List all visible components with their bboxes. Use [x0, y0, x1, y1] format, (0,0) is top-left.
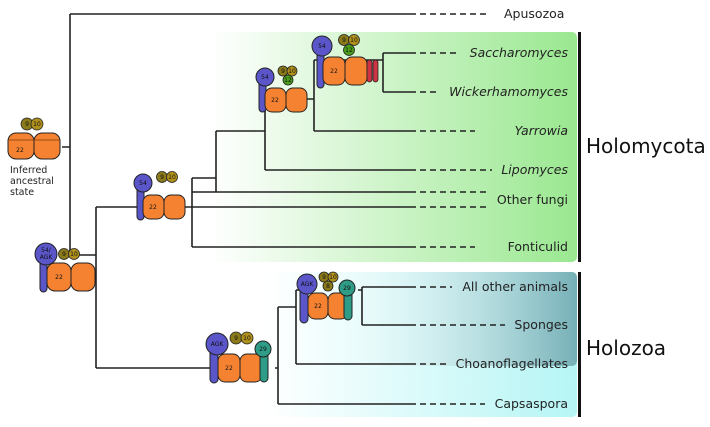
svg-text:10: 10: [329, 274, 337, 281]
subunit-10: [348, 34, 360, 46]
holomycota-bracket: [578, 32, 581, 262]
svg-text:9: 9: [160, 174, 164, 181]
animals-sponges-region: [330, 272, 577, 366]
svg-text:54: 54: [261, 74, 269, 81]
svg-text:9: 9: [62, 251, 66, 258]
leaf-yarrowia: Yarrowia: [515, 123, 568, 138]
complex-root: 54/ AGK 22 9 10: [34, 242, 96, 293]
svg-text:54: 54: [318, 43, 326, 50]
subunit-22-right: [285, 87, 308, 113]
subunit-red-2: [372, 59, 379, 83]
subunit-10: [166, 171, 178, 183]
subunit-54: [311, 35, 333, 57]
subunit-8: [322, 280, 334, 292]
subunit-54-agk: [34, 242, 58, 266]
subunit-54: [133, 173, 153, 193]
complex-saccharomycetaceae: 54 22 9 10 12: [311, 34, 379, 89]
leaf-wickerhamomyces: Wickerhamomyces: [449, 84, 568, 99]
leaf-all-other-animals: All other animals: [462, 279, 568, 294]
leaf-apusozoa: Apusozoa: [504, 6, 564, 21]
svg-text:22: 22: [16, 147, 24, 154]
subunit-10: [286, 65, 298, 77]
leaf-sponges: Sponges: [514, 317, 568, 332]
subunit-agk: [296, 273, 318, 295]
svg-text:10: 10: [168, 174, 176, 181]
holozoa-bracket: [578, 272, 581, 417]
subunit-10: [240, 331, 254, 345]
complex-animals: AGK 22 29 9 10 8: [296, 271, 356, 324]
svg-text:22: 22: [271, 97, 279, 104]
complex-holozoa: AGK 22 29 9 10: [205, 331, 272, 384]
svg-text:10: 10: [350, 37, 358, 44]
svg-text:10: 10: [243, 335, 251, 342]
svg-text:22: 22: [225, 365, 233, 372]
svg-text:9: 9: [342, 37, 346, 44]
subunit-22-right: [70, 262, 96, 292]
subunit-agk: [205, 332, 229, 356]
svg-text:9: 9: [322, 274, 326, 281]
leaf-lipomyces: Lipomyces: [501, 162, 568, 177]
svg-text:10: 10: [288, 68, 296, 75]
leaf-connectors: [410, 13, 505, 405]
svg-text:29: 29: [259, 346, 267, 353]
leaf-fonticulid: Fonticulid: [508, 239, 568, 254]
svg-text:8: 8: [326, 283, 330, 290]
svg-text:AGK: AGK: [40, 254, 54, 261]
svg-text:22: 22: [55, 274, 63, 281]
subunit-22-right: [33, 132, 61, 160]
subunit-22-right: [239, 353, 263, 383]
subunit-29: [338, 279, 356, 297]
subunit-10: [327, 271, 339, 283]
svg-text:9: 9: [234, 335, 238, 342]
leaf-choanoflagellates: Choanoflagellates: [456, 356, 568, 371]
ancestral-state-label: Inferred ancestral state: [10, 165, 57, 198]
holomycota-label: Holomycota: [586, 134, 706, 158]
subunit-29: [254, 340, 272, 358]
complex-holomycota: 54 22 9 10: [133, 171, 186, 221]
leaf-other-fungi: Other fungi: [497, 192, 568, 207]
svg-text:54: 54: [139, 180, 147, 187]
leaf-saccharomyces: Saccharomyces: [470, 45, 569, 60]
leaf-capsaspora: Capsaspora: [495, 396, 568, 411]
subunit-12: [343, 44, 355, 56]
svg-text:10: 10: [70, 251, 78, 258]
svg-text:22: 22: [149, 204, 157, 211]
complex-yeast-ancestor: 54 22 9 10 12: [255, 65, 308, 113]
svg-text:9: 9: [281, 68, 285, 75]
svg-text:10: 10: [33, 121, 41, 128]
svg-text:AGK: AGK: [301, 281, 315, 288]
subunit-10: [68, 248, 80, 260]
svg-text:AGK: AGK: [211, 341, 225, 348]
subunit-12: [282, 74, 294, 86]
svg-text:12: 12: [345, 47, 353, 54]
svg-text:54/: 54/: [41, 247, 52, 254]
subunit-10: [30, 117, 44, 131]
svg-text:22: 22: [314, 303, 322, 310]
holozoa-label: Holozoa: [586, 336, 666, 360]
subunit-22-left: [7, 132, 35, 160]
subunit-54: [255, 67, 275, 87]
svg-text:9: 9: [25, 121, 29, 128]
svg-text:29: 29: [343, 285, 351, 292]
svg-text:12: 12: [284, 77, 292, 84]
subunit-22-right: [344, 56, 368, 86]
subunit-red-1: [366, 59, 373, 83]
complex-ancestral: 22 9 10: [7, 117, 61, 160]
svg-text:22: 22: [330, 68, 338, 75]
subunit-22-right: [163, 194, 186, 220]
